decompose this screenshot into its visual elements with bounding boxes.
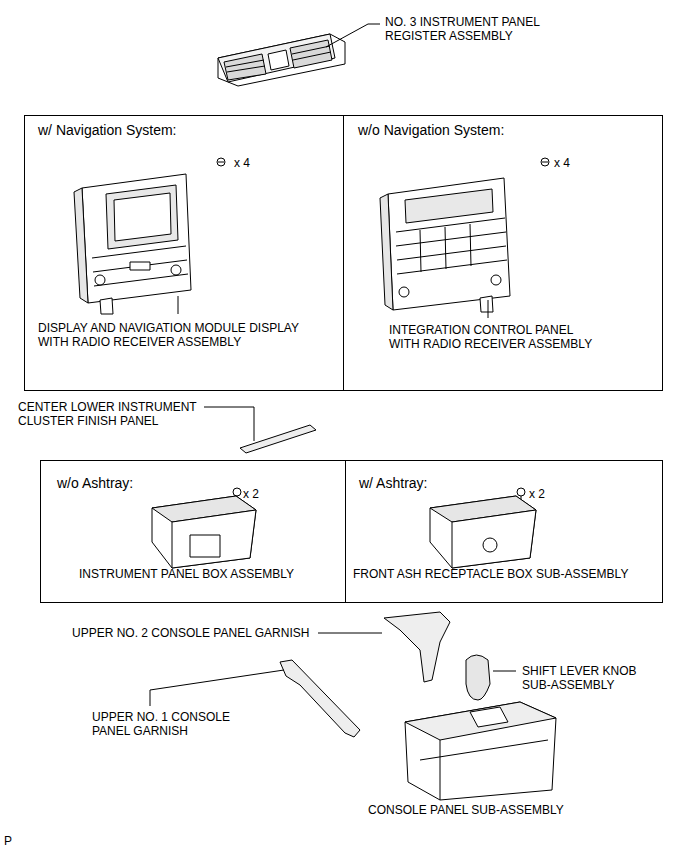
register-drawing — [218, 34, 345, 86]
part-name: DISPLAY AND NAVIGATION MODULE DISPLAY WI… — [38, 321, 328, 349]
console-panel-drawing — [405, 702, 556, 800]
screw-count: x 2 — [243, 487, 259, 501]
ash-box-drawing — [430, 496, 536, 568]
panel-heading: w/ Ashtray: — [359, 475, 427, 492]
part-label: CONSOLE PANEL SUB-ASSEMBLY — [368, 803, 564, 817]
part-label: UPPER NO. 1 CONSOLE PANEL GARNISH — [92, 710, 242, 738]
panel-heading: w/o Ashtray: — [57, 475, 133, 492]
screw-count: x 2 — [529, 487, 545, 501]
part-name: INTEGRATION CONTROL PANEL WITH RADIO REC… — [389, 323, 603, 351]
part-label: UPPER NO. 2 CONSOLE PANEL GARNISH — [72, 626, 309, 640]
leader-line — [150, 24, 516, 706]
garnish-drawing — [384, 612, 450, 682]
panel-heading: w/o Navigation System: — [358, 122, 504, 139]
shift-knob-drawing — [466, 655, 490, 700]
part-name: INSTRUMENT PANEL BOX ASSEMBLY — [79, 567, 294, 581]
variant-panel: w/o Navigation System: x 4 INTEGRATION CON… — [343, 115, 663, 391]
panel-box-drawing — [152, 496, 256, 568]
part-name: FRONT ASH RECEPTACLE BOX SUB-ASSEMBLY — [353, 567, 628, 581]
finish-panel-drawing — [240, 425, 316, 453]
variant-panel: w/ Navigation System: x 4 DISPLAY AND NAVI… — [24, 115, 344, 391]
variant-panel: w/ Ashtray: x 2 FRONT ASH RECEPTACLE BOX S… — [345, 460, 663, 603]
panel-heading: w/ Navigation System: — [38, 122, 177, 139]
figure-code: P — [4, 834, 12, 848]
part-label: SHIFT LEVER KNOB SUB-ASSEMBLY — [522, 664, 652, 692]
integration-panel-drawing — [380, 178, 510, 312]
part-label: NO. 3 INSTRUMENT PANEL REGISTER ASSEMBLY — [385, 15, 555, 43]
variant-panel: w/o Ashtray: x 2 INSTRUMENT PANEL BOX ASSE… — [40, 460, 346, 603]
screw-count: x 4 — [234, 156, 250, 170]
part-label: CENTER LOWER INSTRUMENT CLUSTER FINISH P… — [18, 400, 210, 428]
garnish-drawing — [280, 660, 360, 737]
navigation-unit-drawing — [74, 174, 191, 314]
screw-count: x 4 — [554, 156, 570, 170]
